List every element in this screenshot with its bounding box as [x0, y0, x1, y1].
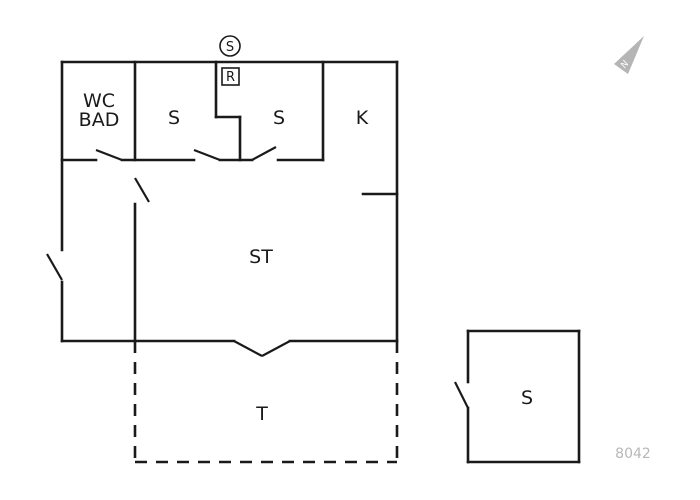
plan-code: 8042 — [615, 446, 651, 462]
doors — [46, 146, 291, 357]
sauna-symbol-label: S — [226, 40, 234, 55]
room-label-bad: BAD — [79, 109, 120, 131]
sauna-symbol: S — [219, 35, 241, 57]
door-annex — [454, 381, 469, 409]
door-terrace-left — [233, 340, 263, 357]
interior-walls — [60, 60, 399, 343]
door-wc-bad — [95, 148, 123, 162]
door-bedroom-2 — [251, 146, 277, 161]
room-label-terrace: T — [255, 403, 268, 425]
room-label-sleep-1: S — [168, 107, 180, 129]
annex-building — [454, 329, 581, 464]
door-terrace-right — [261, 340, 291, 357]
terrace-outline — [133, 341, 399, 464]
room-label-kitchen: K — [356, 107, 369, 129]
chimney-symbol: R — [221, 67, 240, 86]
chimney-symbol-label: R — [226, 70, 235, 85]
north-arrow-icon: N — [614, 36, 644, 74]
door-bedroom-1 — [193, 148, 221, 162]
room-label-sleep-2: S — [273, 107, 285, 129]
room-label-living: ST — [249, 246, 273, 268]
door-west-exterior — [46, 253, 63, 281]
door-corridor — [134, 177, 150, 203]
north-letter: N — [619, 59, 631, 70]
outer-walls — [60, 60, 399, 343]
room-label-wc: WC — [83, 90, 115, 112]
room-label-annex: S — [521, 387, 533, 409]
